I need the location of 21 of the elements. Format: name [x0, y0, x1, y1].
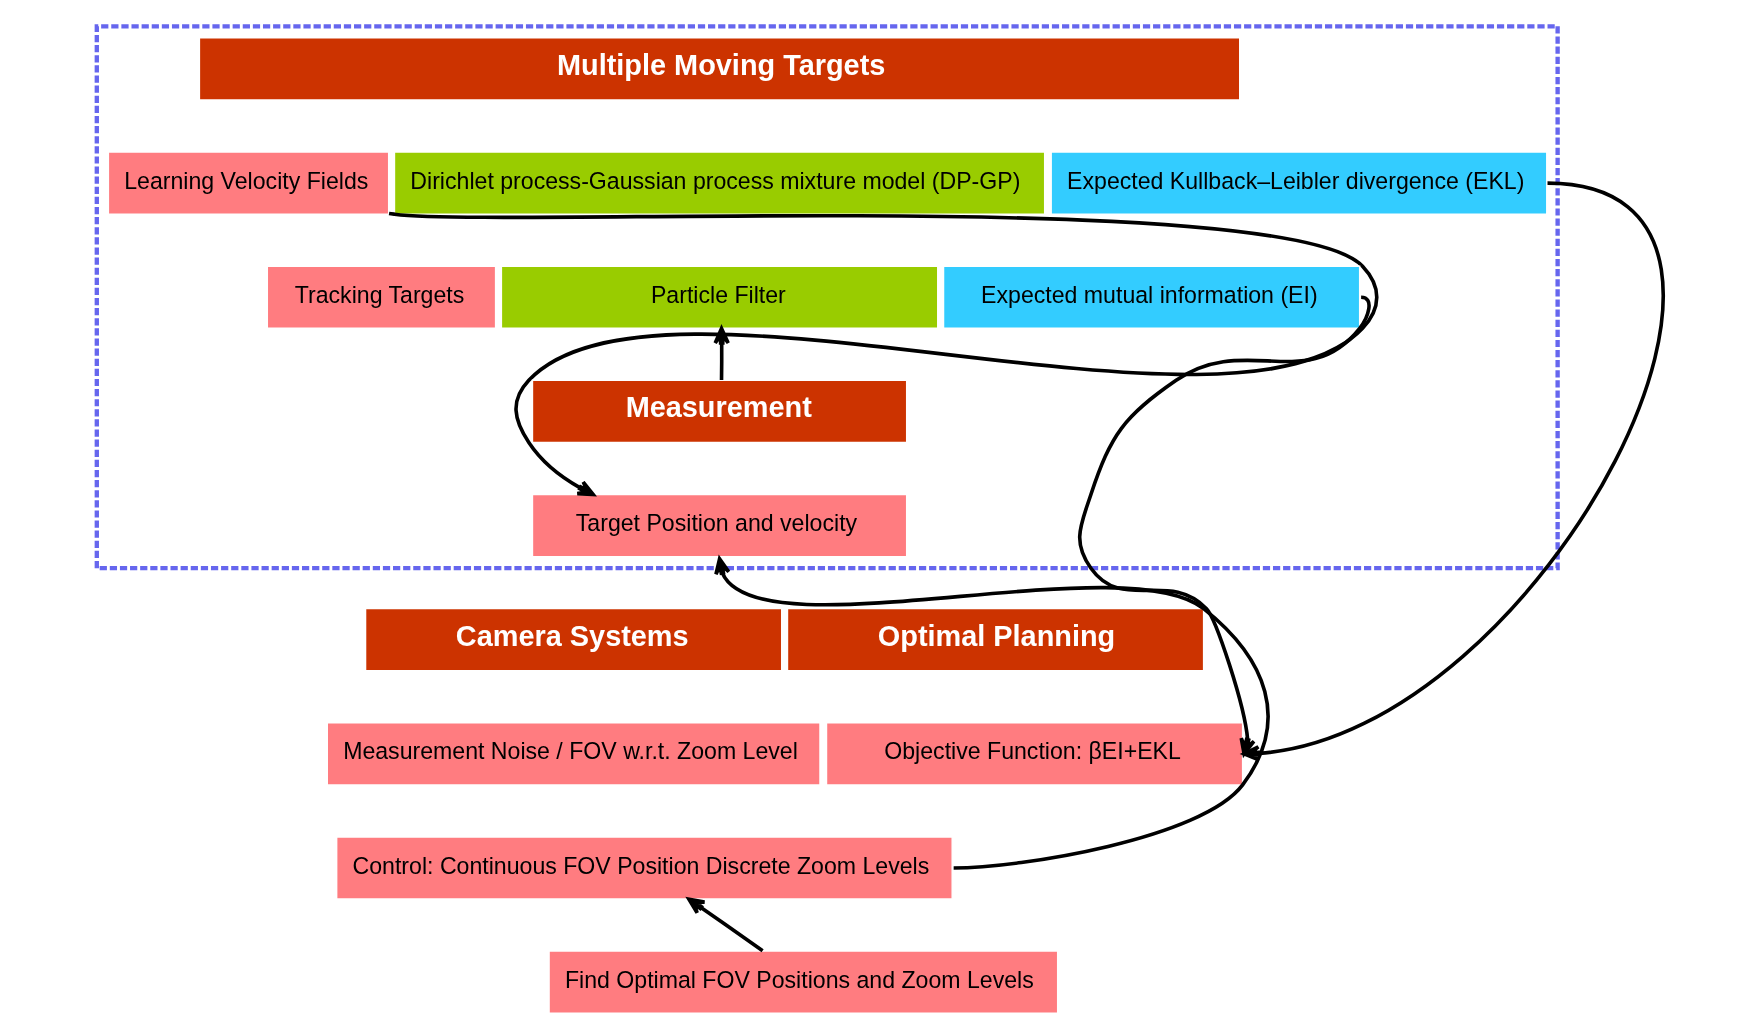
- node-box: Measurement Noise / FOV w.r.t. Zoom Level: [326, 721, 821, 786]
- node-box: Expected Kullback–Leibler divergence (EKL): [1049, 150, 1547, 215]
- node-box: Tracking Targets: [266, 264, 496, 329]
- node-box: Optimal Planning: [786, 607, 1204, 671]
- node-box: Multiple Moving Targets: [198, 36, 1240, 101]
- node-box: Camera Systems: [364, 607, 782, 671]
- arrow: [712, 326, 730, 380]
- arrow: [1077, 295, 1371, 756]
- node-box: Find Optimal FOV Positions and Zoom Levels: [547, 949, 1058, 1014]
- node-box: Control: Continuous FOV Position Discrete Zoom Levels: [335, 835, 953, 900]
- node-box: Target Position and velocity: [531, 493, 907, 557]
- node-box: Objective Function: βEI+EKL: [825, 721, 1243, 786]
- arrow: [713, 556, 1270, 870]
- node-box: Learning Velocity Fields: [107, 150, 389, 215]
- node-box: Dirichlet process-Gaussian process mixture model (DP-GP): [393, 150, 1045, 215]
- node-box: Particle Filter: [500, 264, 938, 329]
- cluster: [94, 23, 1560, 570]
- arrow: [686, 896, 764, 952]
- node-box: Measurement: [531, 379, 907, 443]
- node-box: Expected mutual information (EI): [942, 264, 1360, 329]
- arrow: [388, 211, 1378, 496]
